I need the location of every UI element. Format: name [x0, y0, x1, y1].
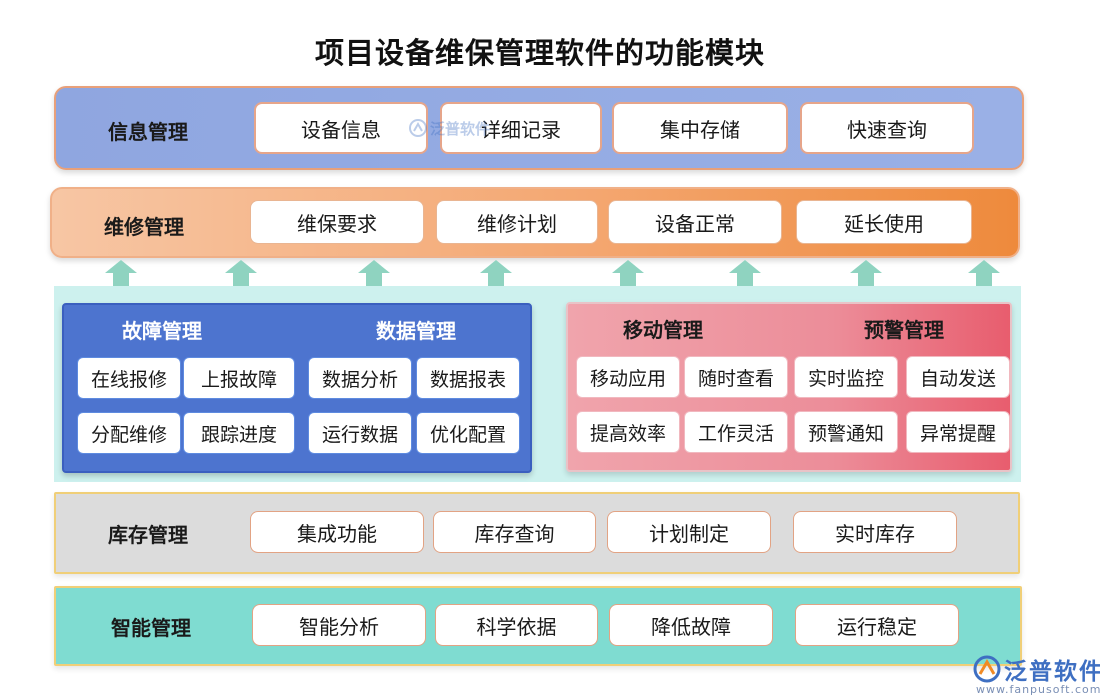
page-title: 项目设备维保管理软件的功能模块	[314, 36, 765, 70]
repair-item-requirements: 维保要求	[250, 200, 424, 244]
fault-item-track-progress: 跟踪进度	[183, 412, 295, 454]
alert-item-alert-notice: 预警通知	[794, 411, 898, 453]
stock-item-query: 库存查询	[433, 511, 596, 553]
info-management-band: 信息管理 设备信息 详细记录 集中存储 快速查询	[54, 86, 1024, 170]
fault-management-label: 故障管理	[122, 319, 202, 343]
fault-data-panel: 故障管理 数据管理 在线报修 上报故障 分配维修 跟踪进度 数据分析 数据报表 …	[62, 303, 532, 473]
repair-item-plan: 维修计划	[436, 200, 598, 244]
up-arrow-icon	[965, 260, 1003, 286]
watermark-logo-icon	[409, 119, 427, 137]
mobile-management-label: 移动管理	[623, 318, 703, 342]
mobile-item-flexible-work: 工作灵活	[684, 411, 788, 453]
brand-name: 泛普软件	[1004, 659, 1100, 685]
up-arrow-icon	[355, 260, 393, 286]
smart-management-label: 智能管理	[111, 616, 191, 640]
stock-management-band: 库存管理 集成功能 库存查询 计划制定 实时库存	[54, 492, 1020, 574]
mobile-item-view-anytime: 随时查看	[684, 356, 788, 398]
smart-item-reduce-fault: 降低故障	[609, 604, 773, 646]
stock-item-realtime: 实时库存	[793, 511, 957, 553]
fault-item-assign-repair: 分配维修	[77, 412, 181, 454]
alert-item-realtime-monitor: 实时监控	[794, 356, 898, 398]
repair-item-extend-use: 延长使用	[796, 200, 972, 244]
data-item-report: 数据报表	[416, 357, 520, 399]
brand-logo-icon	[973, 655, 1001, 683]
fault-item-report-fault: 上报故障	[183, 357, 295, 399]
stock-item-planning: 计划制定	[607, 511, 771, 553]
smart-item-analysis: 智能分析	[252, 604, 426, 646]
brand-url: www.fanpusoft.com	[976, 683, 1100, 696]
watermark-text: 泛普软件	[430, 120, 491, 138]
info-item-detail-record: 详细记录	[440, 102, 602, 154]
stock-management-label: 库存管理	[108, 523, 188, 547]
fault-item-online-report: 在线报修	[77, 357, 181, 399]
repair-management-label: 维修管理	[104, 215, 184, 239]
upward-arrows	[0, 260, 1100, 288]
info-item-device-info: 设备信息	[254, 102, 428, 154]
watermark: 泛普软件	[408, 118, 491, 148]
info-item-quick-query: 快速查询	[800, 102, 974, 154]
repair-management-band: 维修管理 维保要求 维修计划 设备正常 延长使用	[50, 187, 1020, 258]
alert-management-label: 预警管理	[864, 318, 944, 342]
data-item-runtime-data: 运行数据	[308, 412, 412, 454]
smart-item-evidence: 科学依据	[435, 604, 598, 646]
smart-management-band: 智能管理 智能分析 科学依据 降低故障 运行稳定	[54, 586, 1022, 666]
brand-logo: 泛普软件 www.fanpusoft.com	[972, 652, 1100, 698]
mobile-item-app: 移动应用	[576, 356, 680, 398]
up-arrow-icon	[609, 260, 647, 286]
up-arrow-icon	[847, 260, 885, 286]
info-item-central-storage: 集中存储	[612, 102, 788, 154]
data-management-label: 数据管理	[376, 319, 456, 343]
mobile-alert-panel: 移动管理 预警管理 移动应用 随时查看 提高效率 工作灵活 实时监控 自动发送 …	[566, 302, 1012, 472]
info-management-label: 信息管理	[108, 120, 188, 144]
up-arrow-icon	[477, 260, 515, 286]
up-arrow-icon	[102, 260, 140, 286]
alert-item-auto-send: 自动发送	[906, 356, 1010, 398]
data-item-optimize-config: 优化配置	[416, 412, 520, 454]
up-arrow-icon	[222, 260, 260, 286]
alert-item-anomaly-reminder: 异常提醒	[906, 411, 1010, 453]
smart-item-stable-run: 运行稳定	[795, 604, 959, 646]
repair-item-normal: 设备正常	[608, 200, 782, 244]
data-item-analysis: 数据分析	[308, 357, 412, 399]
up-arrow-icon	[726, 260, 764, 286]
stock-item-integration: 集成功能	[250, 511, 424, 553]
mobile-item-efficiency: 提高效率	[576, 411, 680, 453]
